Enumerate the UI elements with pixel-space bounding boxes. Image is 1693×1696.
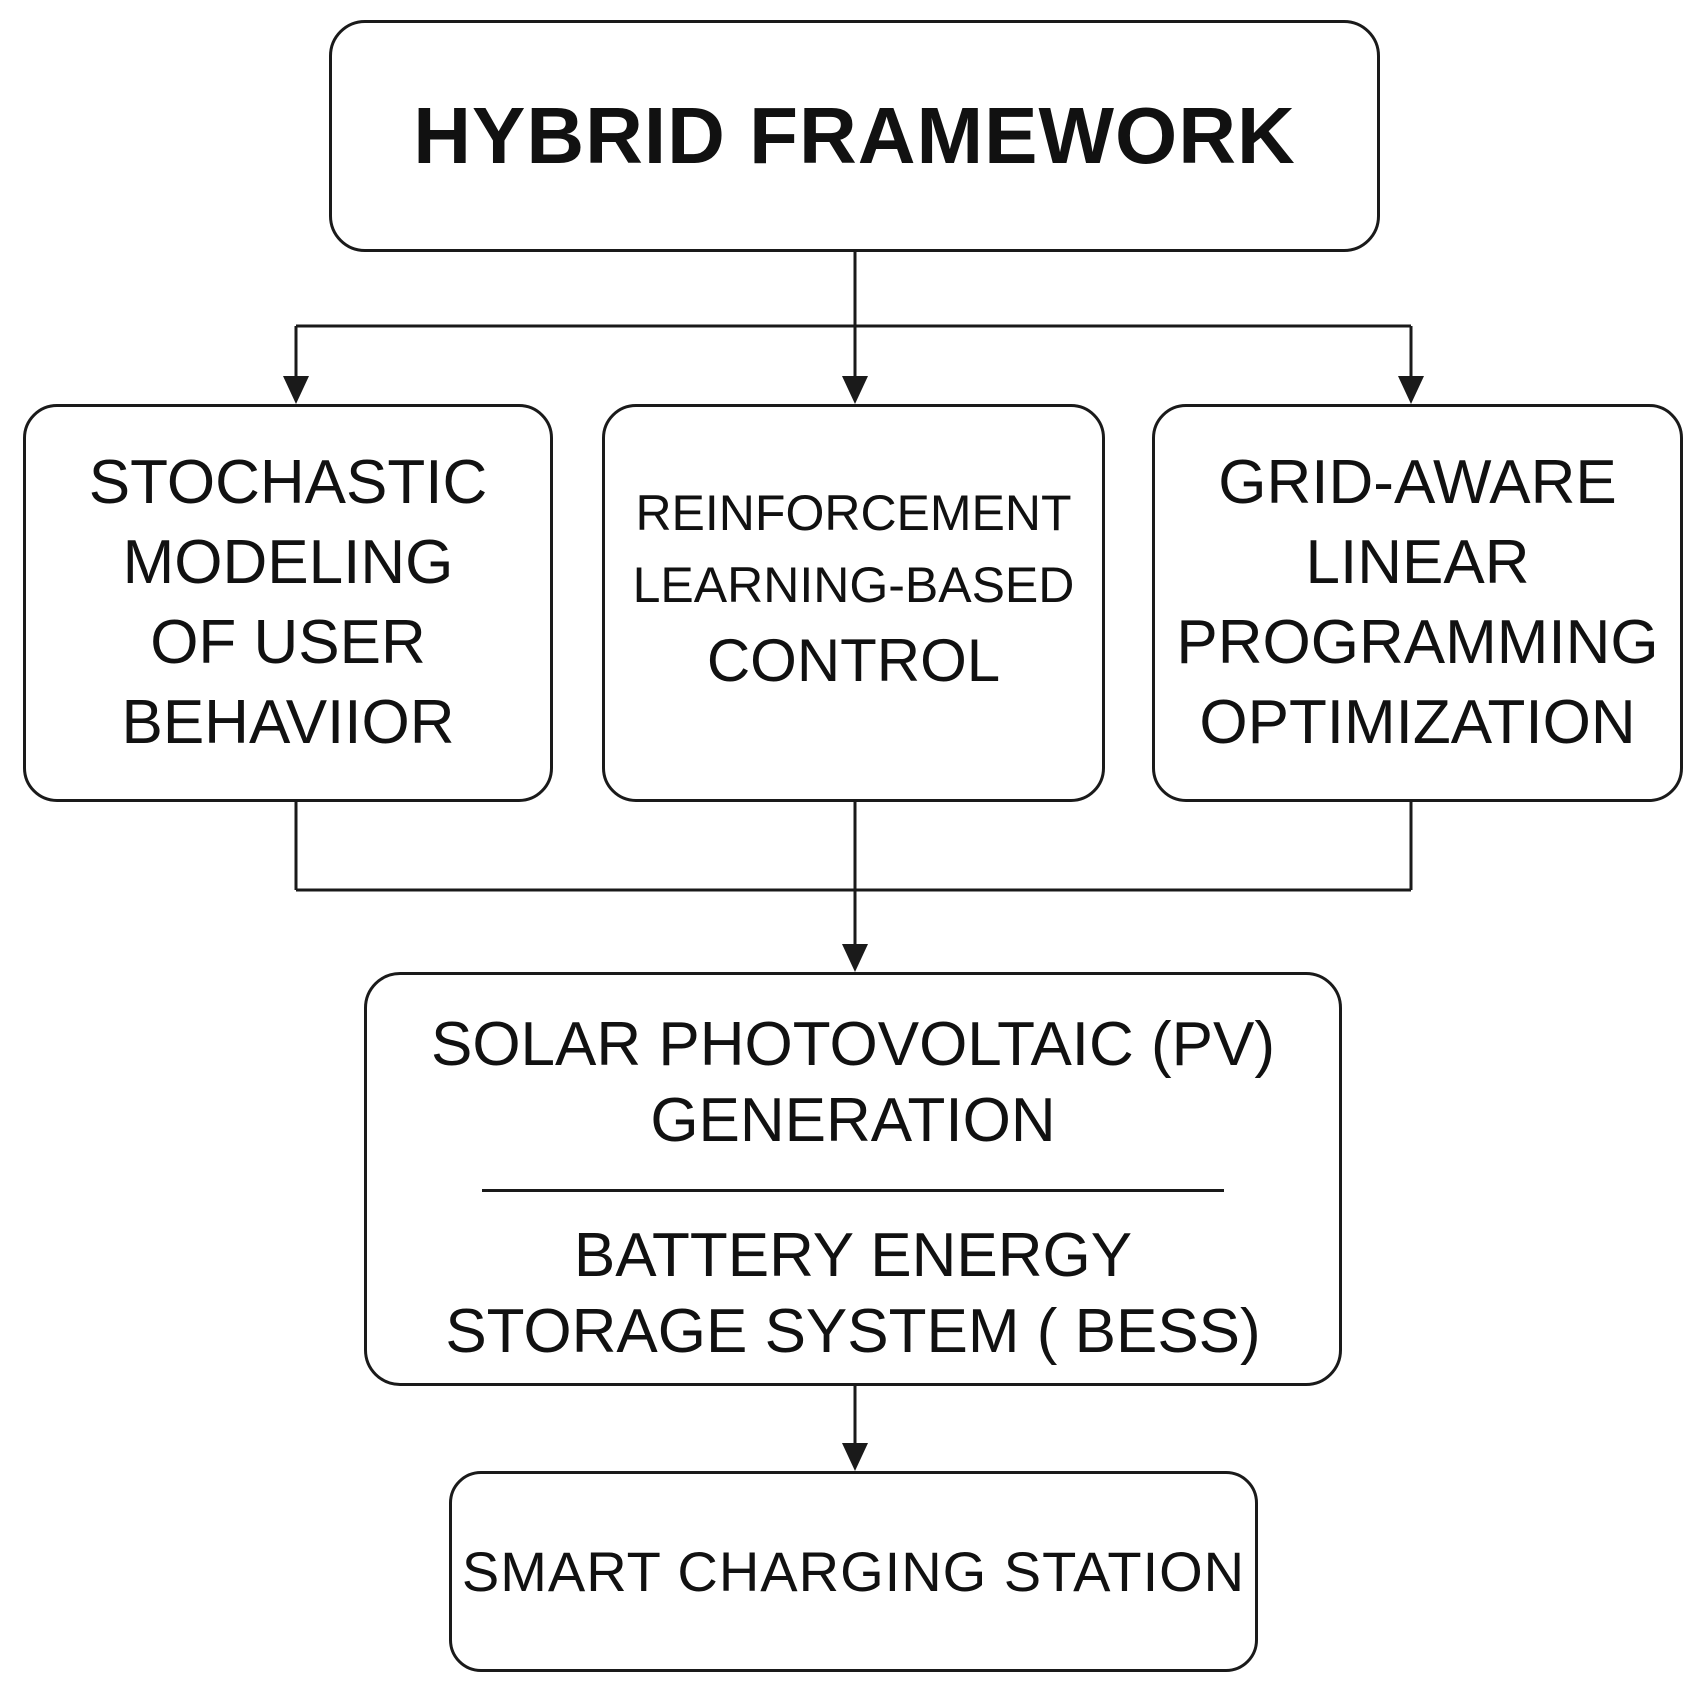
- reinforcement-line-3: CONTROL: [706, 627, 1001, 694]
- stochastic-modeling-box: STOCHASTIC MODELING OF USER BEHAVIIOR: [23, 404, 553, 802]
- grid-aware-line-4: OPTIMIZATION: [1199, 688, 1636, 757]
- smart-charging-station-label: SMART CHARGING STATION: [461, 1540, 1246, 1603]
- smart-charging-station-box: SMART CHARGING STATION: [449, 1471, 1258, 1672]
- reinforcement-line-1: REINFORCEMENT: [635, 485, 1072, 541]
- stochastic-line-4: BEHAVIIOR: [121, 688, 455, 757]
- pv-line-2: GENERATION: [650, 1086, 1056, 1155]
- arrowhead-reinforcement: [842, 376, 868, 404]
- arrowhead-station: [842, 1443, 868, 1471]
- energy-divider: [482, 1189, 1224, 1192]
- grid-aware-line-1: GRID-AWARE: [1218, 448, 1617, 517]
- reinforcement-learning-box: REINFORCEMENT LEARNING-BASED CONTROL: [602, 404, 1105, 802]
- arrowhead-grid-aware: [1398, 376, 1424, 404]
- bess-line-1: BATTERY ENERGY: [573, 1221, 1133, 1290]
- energy-sources-box: SOLAR PHOTOVOLTAIC (PV) GENERATION BATTE…: [364, 972, 1342, 1386]
- grid-aware-line-3: PROGRAMMING: [1176, 608, 1659, 677]
- grid-aware-optimization-box: GRID-AWARE LINEAR PROGRAMMING OPTIMIZATI…: [1152, 404, 1683, 802]
- reinforcement-line-2: LEARNING-BASED: [632, 557, 1075, 613]
- hybrid-framework-box: HYBRID FRAMEWORK: [329, 20, 1380, 252]
- arrowhead-energy: [842, 944, 868, 972]
- bess-line-2: STORAGE SYSTEM ( BESS): [445, 1297, 1261, 1366]
- stochastic-line-1: STOCHASTIC: [88, 448, 488, 517]
- grid-aware-line-2: LINEAR: [1305, 528, 1530, 597]
- stochastic-line-2: MODELING: [122, 528, 454, 597]
- hybrid-framework-title: HYBRID FRAMEWORK: [413, 91, 1296, 180]
- pv-line-1: SOLAR PHOTOVOLTAIC (PV): [430, 1010, 1276, 1079]
- stochastic-line-3: OF USER: [150, 608, 426, 677]
- arrowhead-stochastic: [283, 376, 309, 404]
